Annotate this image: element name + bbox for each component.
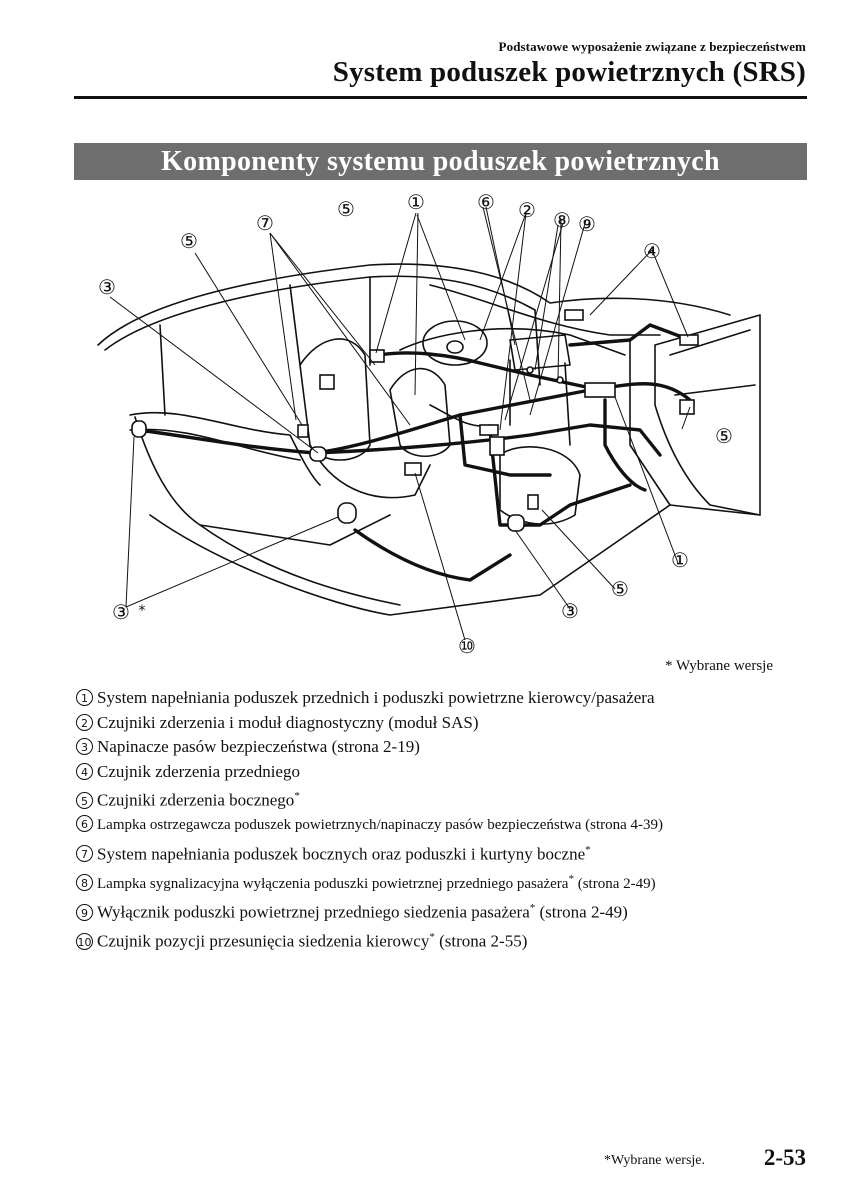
legend-page-ref: (strona 2-55) — [434, 932, 528, 952]
wiring-harness — [136, 323, 692, 582]
legend-number: 9 — [76, 903, 93, 921]
legend-text: Lampka ostrzegawcza poduszek powietrznyc… — [97, 817, 664, 834]
optional-marker: * — [529, 902, 536, 915]
legend-text: System napełniania poduszek bocznych ora… — [97, 844, 586, 864]
legend-number: 6 — [76, 815, 93, 833]
legend-number: 3 — [76, 738, 93, 755]
callout-1: ① — [407, 190, 425, 214]
legend-text: Czujniki zderzenia bocznego — [97, 790, 295, 810]
chapter-subtitle: Podstawowe wyposażenie związane z bezpie… — [498, 39, 806, 54]
diagram-footnote: * Wybrane wersje — [665, 658, 773, 674]
callout-3b: ③ — [561, 599, 579, 623]
callout-5: ⑤ — [337, 197, 355, 221]
legend-page-ref: (strona 2-49) — [573, 875, 656, 892]
legend-number: 8 — [76, 873, 93, 891]
callout-6: ⑥ — [477, 190, 495, 214]
optional-marker: * — [429, 931, 435, 944]
header-rule — [74, 96, 807, 99]
section-banner: Komponenty systemu poduszek powietrznych — [74, 143, 807, 180]
callout-9: ⑨ — [578, 212, 596, 236]
page-number: 2-53 — [763, 1145, 806, 1170]
callout-5c: ⑤ — [715, 424, 733, 448]
callout-4: ④ — [643, 239, 661, 263]
sensor-modules — [131, 309, 699, 532]
legend-text: Lampka sygnalizacyjna wyłączenia poduszk… — [97, 875, 569, 892]
leader-lines — [109, 206, 691, 641]
optional-marker: * — [585, 843, 591, 856]
optional-marker: * — [294, 790, 300, 802]
callout-1b: ① — [671, 548, 689, 572]
legend-number: 1 — [76, 689, 93, 706]
legend-number: 7 — [76, 845, 93, 863]
airbag-components-diagram: ⑤ ① ⑥ ② ⑧ ⑨ ⑦ ⑤ ③ ④ ⑤ ① ⑤ ③ ③ * ⑩ — [97, 190, 761, 658]
legend-number: 4 — [76, 762, 93, 780]
legend-number: 5 — [76, 791, 93, 809]
page-footnote: *Wybrane wersje. — [604, 1153, 706, 1168]
car-outline — [97, 263, 761, 616]
legend-text: Czujniki zderzenia i moduł diagnostyczny… — [97, 712, 479, 732]
legend-number: 10 — [76, 933, 93, 951]
legend-number: 2 — [76, 713, 93, 731]
callout-3c: ③ — [112, 600, 130, 624]
page-title: System poduszek powietrznych (SRS) — [332, 56, 806, 88]
callout-8: ⑧ — [553, 208, 571, 232]
legend-text: Czujnik zderzenia przedniego — [97, 761, 300, 781]
legend-text: Napinacze pasów bezpieczeństwa (strona 2… — [97, 737, 420, 756]
callout-asterisk: * — [139, 603, 146, 619]
legend-page-ref: (strona 2-49) — [535, 902, 628, 922]
callout-5b: ⑤ — [180, 229, 198, 253]
callout-2: ② — [518, 198, 536, 222]
callout-3: ③ — [98, 275, 116, 299]
callout-10: ⑩ — [458, 634, 476, 658]
callout-7: ⑦ — [256, 211, 274, 235]
legend-text: Czujnik pozycji przesunięcia siedzenia k… — [97, 932, 430, 952]
callout-5d: ⑤ — [611, 577, 629, 601]
optional-marker: * — [568, 872, 574, 885]
legend-text: Wyłącznik poduszki powietrznej przednieg… — [97, 902, 530, 922]
legend-text: System napełniania poduszek przednich i … — [97, 688, 655, 707]
